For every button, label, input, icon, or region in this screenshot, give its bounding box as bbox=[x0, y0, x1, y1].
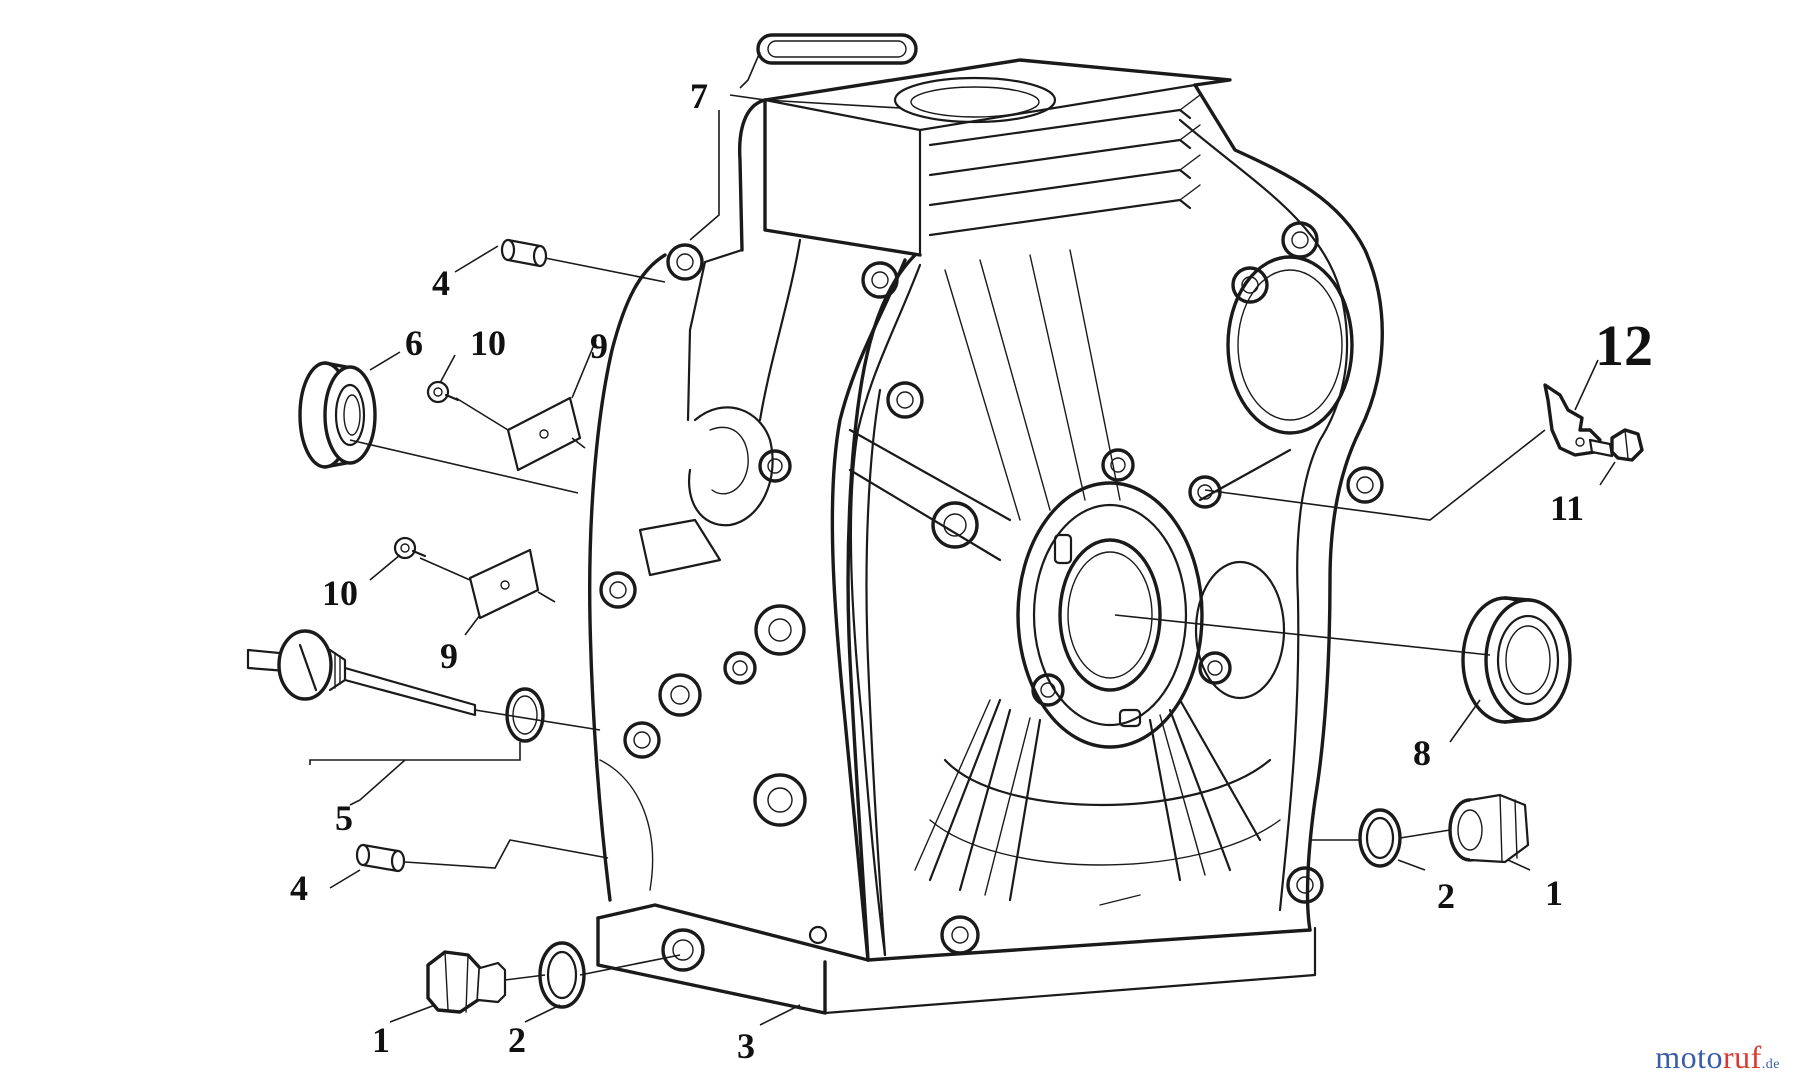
brand-watermark-part1: moto bbox=[1655, 1039, 1723, 1075]
brand-watermark-part3: .de bbox=[1761, 1057, 1780, 1072]
part-bracket bbox=[1543, 383, 1602, 457]
brand-watermark[interactable]: motoruf.de bbox=[1655, 1039, 1780, 1076]
part-drain-plug-right bbox=[1448, 793, 1530, 864]
part-plate-9-lower bbox=[468, 548, 540, 620]
callout-2-left: 2 bbox=[508, 1020, 526, 1060]
callout-5: 5 bbox=[335, 798, 353, 838]
callout-8: 8 bbox=[1413, 733, 1431, 773]
callout-12: 12 bbox=[1595, 313, 1653, 378]
callout-10-lower: 10 bbox=[322, 573, 358, 613]
part-oil-seal-left bbox=[298, 361, 377, 469]
callout-3: 3 bbox=[737, 1026, 755, 1066]
part-washer-left bbox=[538, 941, 586, 1009]
callout-1-right: 1 bbox=[1545, 873, 1563, 913]
part-bolt-10-lower bbox=[393, 536, 427, 560]
callout-9-lower: 9 bbox=[440, 636, 458, 676]
callout-7: 7 bbox=[690, 76, 708, 116]
crankcase-body bbox=[588, 58, 1384, 1015]
callout-numbers: 7 4 6 10 9 10 9 5 4 1 2 3 12 11 8 2 1 bbox=[290, 76, 1653, 1066]
callout-4-upper: 4 bbox=[432, 263, 450, 303]
part-o-ring-dipstick bbox=[505, 687, 545, 743]
callout-1-left: 1 bbox=[372, 1020, 390, 1060]
callout-2-right: 2 bbox=[1437, 876, 1455, 916]
part-drain-plug-left bbox=[426, 950, 507, 1014]
part-dowel-pin-upper bbox=[500, 238, 548, 268]
callout-4-lower: 4 bbox=[290, 868, 308, 908]
part-bolt-10-upper bbox=[426, 380, 460, 404]
callout-6: 6 bbox=[405, 323, 423, 363]
part-plate-9-upper bbox=[506, 396, 582, 472]
callout-9-upper: 9 bbox=[590, 326, 608, 366]
callout-10-upper: 10 bbox=[470, 323, 506, 363]
part-washer-right bbox=[1358, 808, 1402, 868]
part-bolt-11 bbox=[1588, 428, 1644, 462]
callout-11: 11 bbox=[1550, 488, 1584, 528]
part-gasket bbox=[756, 33, 918, 65]
leader-lines bbox=[309, 51, 1616, 1026]
part-oil-seal-right bbox=[1461, 596, 1572, 724]
brand-watermark-part2: ruf bbox=[1722, 1039, 1762, 1075]
part-dowel-pin-lower bbox=[355, 843, 406, 873]
